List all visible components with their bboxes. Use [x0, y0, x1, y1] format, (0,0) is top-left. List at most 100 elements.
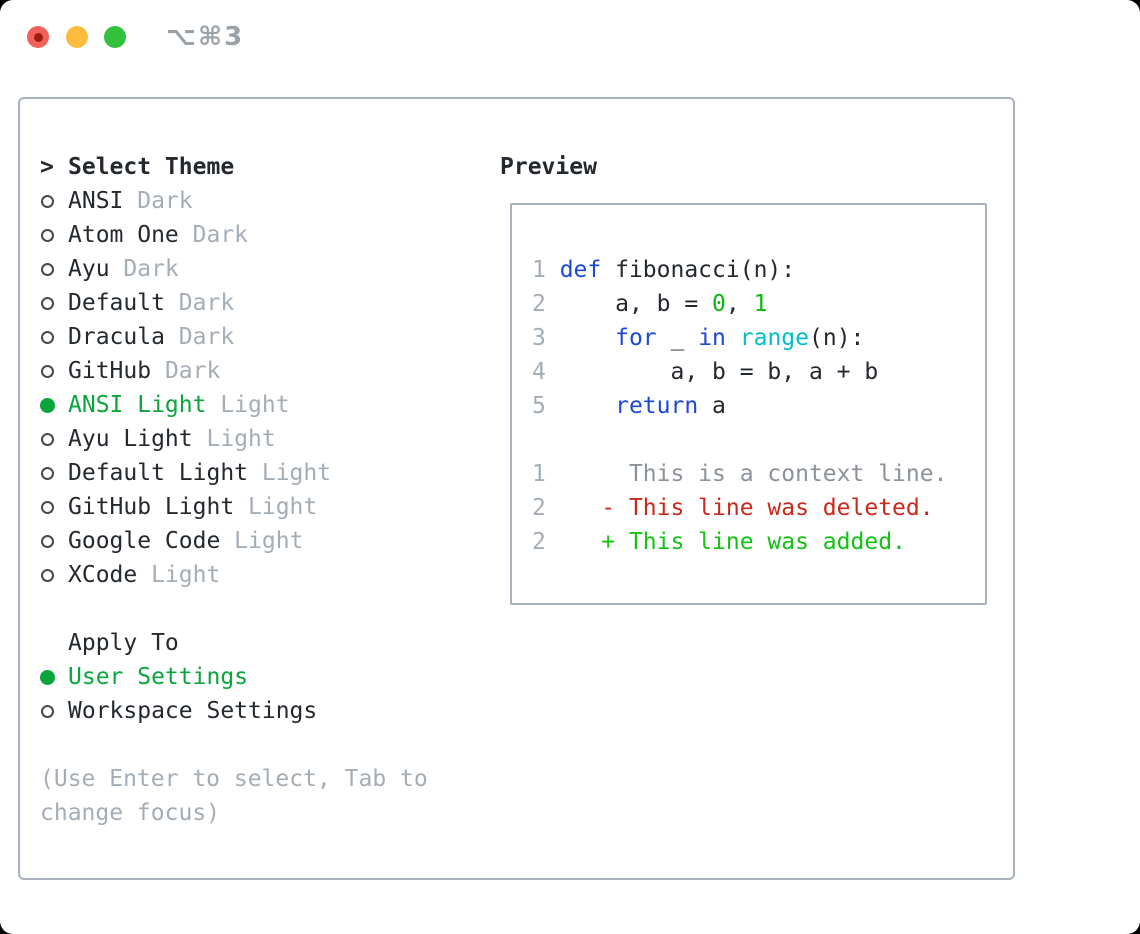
spacer-row	[40, 592, 490, 626]
radio-unselected-icon[interactable]	[40, 286, 68, 320]
option-variant-label: Light	[248, 460, 332, 486]
radio-unselected-icon[interactable]	[40, 218, 68, 252]
minimize-button[interactable]	[66, 26, 88, 48]
code-token-kw: def	[559, 257, 602, 283]
help-text-line: (Use Enter to select, Tab to	[40, 766, 428, 792]
option-label: Ayu Light	[68, 426, 193, 452]
apply-to-option[interactable]: Workspace Settings	[40, 694, 490, 728]
code-token-plain: (n):	[809, 325, 865, 351]
theme-option[interactable]: Default Light Light	[40, 456, 490, 490]
window-shortcut-label: ⌥⌘3	[166, 22, 245, 52]
code-token-plain: a	[698, 393, 726, 419]
code-token-num: 0	[712, 291, 726, 317]
preview-title: Preview	[500, 154, 597, 180]
option-label: Ayu	[68, 256, 110, 282]
header-caret-marker: >	[40, 150, 68, 184]
select-theme-title: Select Theme	[68, 154, 235, 180]
radio-circle	[41, 432, 54, 446]
code-line: 1 This is a context line.	[532, 457, 985, 491]
radio-circle	[40, 669, 55, 685]
radio-unselected-icon[interactable]	[40, 422, 68, 456]
code-token-kw: return	[615, 393, 699, 419]
code-token-builtin: range	[739, 325, 809, 351]
theme-option[interactable]: Ayu Light Light	[40, 422, 490, 456]
close-button[interactable]	[27, 26, 49, 48]
radio-circle	[41, 262, 54, 276]
code-token-plain: a, b =	[559, 291, 713, 317]
radio-unselected-icon[interactable]	[40, 184, 68, 218]
radio-unselected-icon[interactable]	[40, 320, 68, 354]
option-label: Default Light	[68, 460, 249, 486]
code-line: 4 a, b = b, a + b	[532, 355, 985, 389]
radio-circle	[41, 704, 54, 718]
theme-option[interactable]: GitHub Light Light	[40, 490, 490, 524]
line-number: 2	[532, 529, 560, 555]
apply-to-option[interactable]: User Settings	[40, 660, 490, 694]
code-token-kw: in	[698, 325, 726, 351]
apply-to-header: Apply To	[40, 626, 490, 660]
line-number: 1	[532, 461, 560, 487]
option-variant-label: Dark	[164, 324, 235, 350]
option-variant-label: Dark	[123, 188, 193, 214]
radio-circle	[41, 194, 54, 208]
code-token-plain	[560, 495, 602, 521]
radio-unselected-icon[interactable]	[40, 456, 68, 490]
radio-unselected-icon[interactable]	[40, 524, 68, 558]
radio-circle	[41, 296, 54, 310]
code-token-plain	[726, 325, 740, 351]
code-token-plain: _	[656, 325, 699, 351]
option-label: Google Code	[68, 528, 221, 554]
code-line	[532, 423, 985, 457]
spacer-row	[40, 728, 490, 762]
code-token-plain: fibonacci(n):	[601, 257, 796, 283]
line-number: 1	[532, 257, 560, 283]
radio-circle	[41, 500, 54, 514]
radio-circle	[41, 228, 54, 242]
radio-unselected-icon[interactable]	[40, 694, 68, 728]
option-variant-label: Dark	[178, 222, 249, 248]
radio-circle	[41, 534, 54, 548]
theme-option[interactable]: XCode Light	[40, 558, 490, 592]
option-label: ANSI Light	[68, 392, 207, 418]
option-variant-label: Dark	[164, 290, 235, 316]
code-token-plain	[560, 529, 602, 555]
caret-icon: >	[40, 154, 54, 180]
option-label: XCode	[68, 562, 138, 588]
theme-option[interactable]: ANSI Light Light	[40, 388, 490, 422]
radio-unselected-icon[interactable]	[40, 490, 68, 524]
option-variant-label: Dark	[151, 358, 221, 384]
code-token-kw: for	[615, 325, 657, 351]
line-number: 5	[532, 393, 560, 419]
option-label: ANSI	[68, 188, 124, 214]
radio-circle	[41, 364, 54, 378]
option-label: GitHub Light	[68, 494, 235, 520]
option-label: Workspace Settings	[68, 698, 318, 724]
theme-option[interactable]: Dracula Dark	[40, 320, 490, 354]
theme-option[interactable]: Google Code Light	[40, 524, 490, 558]
theme-option[interactable]: Ayu Dark	[40, 252, 490, 286]
theme-option[interactable]: ANSI Dark	[40, 184, 490, 218]
option-label: User Settings	[68, 664, 249, 690]
radio-selected-icon[interactable]	[40, 660, 68, 694]
theme-option[interactable]: Atom One Dark	[40, 218, 490, 252]
line-number: 3	[532, 325, 560, 351]
code-token-plain: ,	[725, 291, 754, 317]
option-label: Default	[68, 290, 165, 316]
code-token-plain	[560, 393, 615, 419]
radio-unselected-icon[interactable]	[40, 354, 68, 388]
code-token-del: - This line was deleted.	[601, 495, 934, 521]
zoom-button[interactable]	[104, 26, 126, 48]
radio-selected-icon[interactable]	[40, 388, 68, 422]
code-line: 2 + This line was added.	[532, 525, 985, 559]
radio-circle	[40, 397, 55, 413]
radio-circle	[41, 568, 54, 582]
code-token-num: 1	[753, 291, 768, 317]
radio-unselected-icon[interactable]	[40, 252, 68, 286]
radio-unselected-icon[interactable]	[40, 558, 68, 592]
theme-option[interactable]: GitHub Dark	[40, 354, 490, 388]
theme-option[interactable]: Default Dark	[40, 286, 490, 320]
